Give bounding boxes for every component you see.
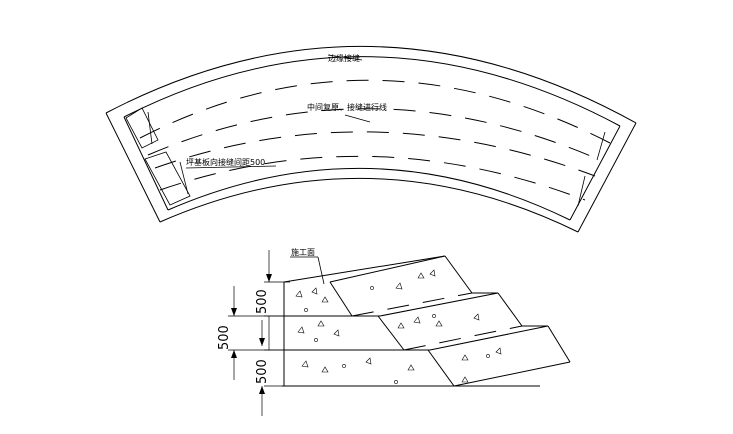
plan-right-offset-end (569, 125, 621, 221)
slope-3 (547, 325, 571, 363)
right-detail-mark-2 (577, 175, 586, 207)
joint-line-2 (147, 108, 601, 161)
dim-left-arrow-upper (231, 308, 237, 316)
left-detail-arrow-2 (179, 161, 189, 195)
layer-surface-2 (379, 292, 499, 317)
block-top-1 (329, 255, 446, 283)
dim-label-left: 500 (217, 325, 232, 350)
plan-right-end (577, 122, 637, 233)
joint-line-1 (139, 79, 611, 144)
aggregate-marks (295, 269, 502, 384)
dim-left-arrow-lower (231, 350, 237, 358)
layer-surface-4 (453, 361, 571, 387)
stepped-section-view: 施工面 500 500 500 500 (217, 247, 571, 416)
dashed-joint-1 (351, 292, 473, 317)
slope-1 (444, 255, 473, 294)
middle-joint-label: 中间复原、接缝进行线 (307, 102, 387, 112)
edge-joint-label: 边缘接缝 (328, 53, 360, 63)
dim-arrow-mid (259, 338, 265, 346)
slope-2 (497, 292, 523, 327)
dim-arrow-bottom (259, 386, 265, 394)
layer-surface-3 (429, 325, 549, 351)
joint-line-3 (154, 131, 596, 177)
plan-outer-edge (105, 45, 637, 124)
block-edge-1 (329, 281, 353, 317)
plan-left-offset-end (123, 116, 169, 211)
left-detail-box-2 (144, 151, 191, 206)
plan-left-end (105, 112, 161, 223)
left-detail-box-1 (125, 107, 159, 149)
plan-inner-offset (167, 167, 571, 221)
block-edge-2 (377, 315, 405, 351)
construction-face-label: 施工面 (291, 247, 315, 257)
leader-edge-joint (327, 54, 363, 61)
joint-line-4 (159, 155, 586, 201)
leader-middle-joint (344, 114, 371, 123)
top-surface (283, 255, 446, 283)
right-detail-mark-1 (596, 131, 606, 161)
plan-inner-edge (159, 177, 579, 233)
plan-outer-offset (123, 56, 621, 127)
dim-label-top: 500 (255, 289, 270, 314)
left-detail-arrow-1 (147, 111, 153, 145)
block-edge-3 (427, 349, 455, 387)
dashed-joint-2 (403, 325, 523, 351)
curved-plan-view: 边缘接缝 中间复原、接缝进行线 坪基板向接缝间距500 (105, 45, 637, 233)
dim-label-bottom: 500 (255, 359, 270, 384)
construction-leader (317, 256, 325, 285)
leader-spacing (185, 165, 277, 169)
spacing-label: 坪基板向接缝间距500 (186, 157, 265, 167)
dim-arrow-top (266, 274, 272, 282)
